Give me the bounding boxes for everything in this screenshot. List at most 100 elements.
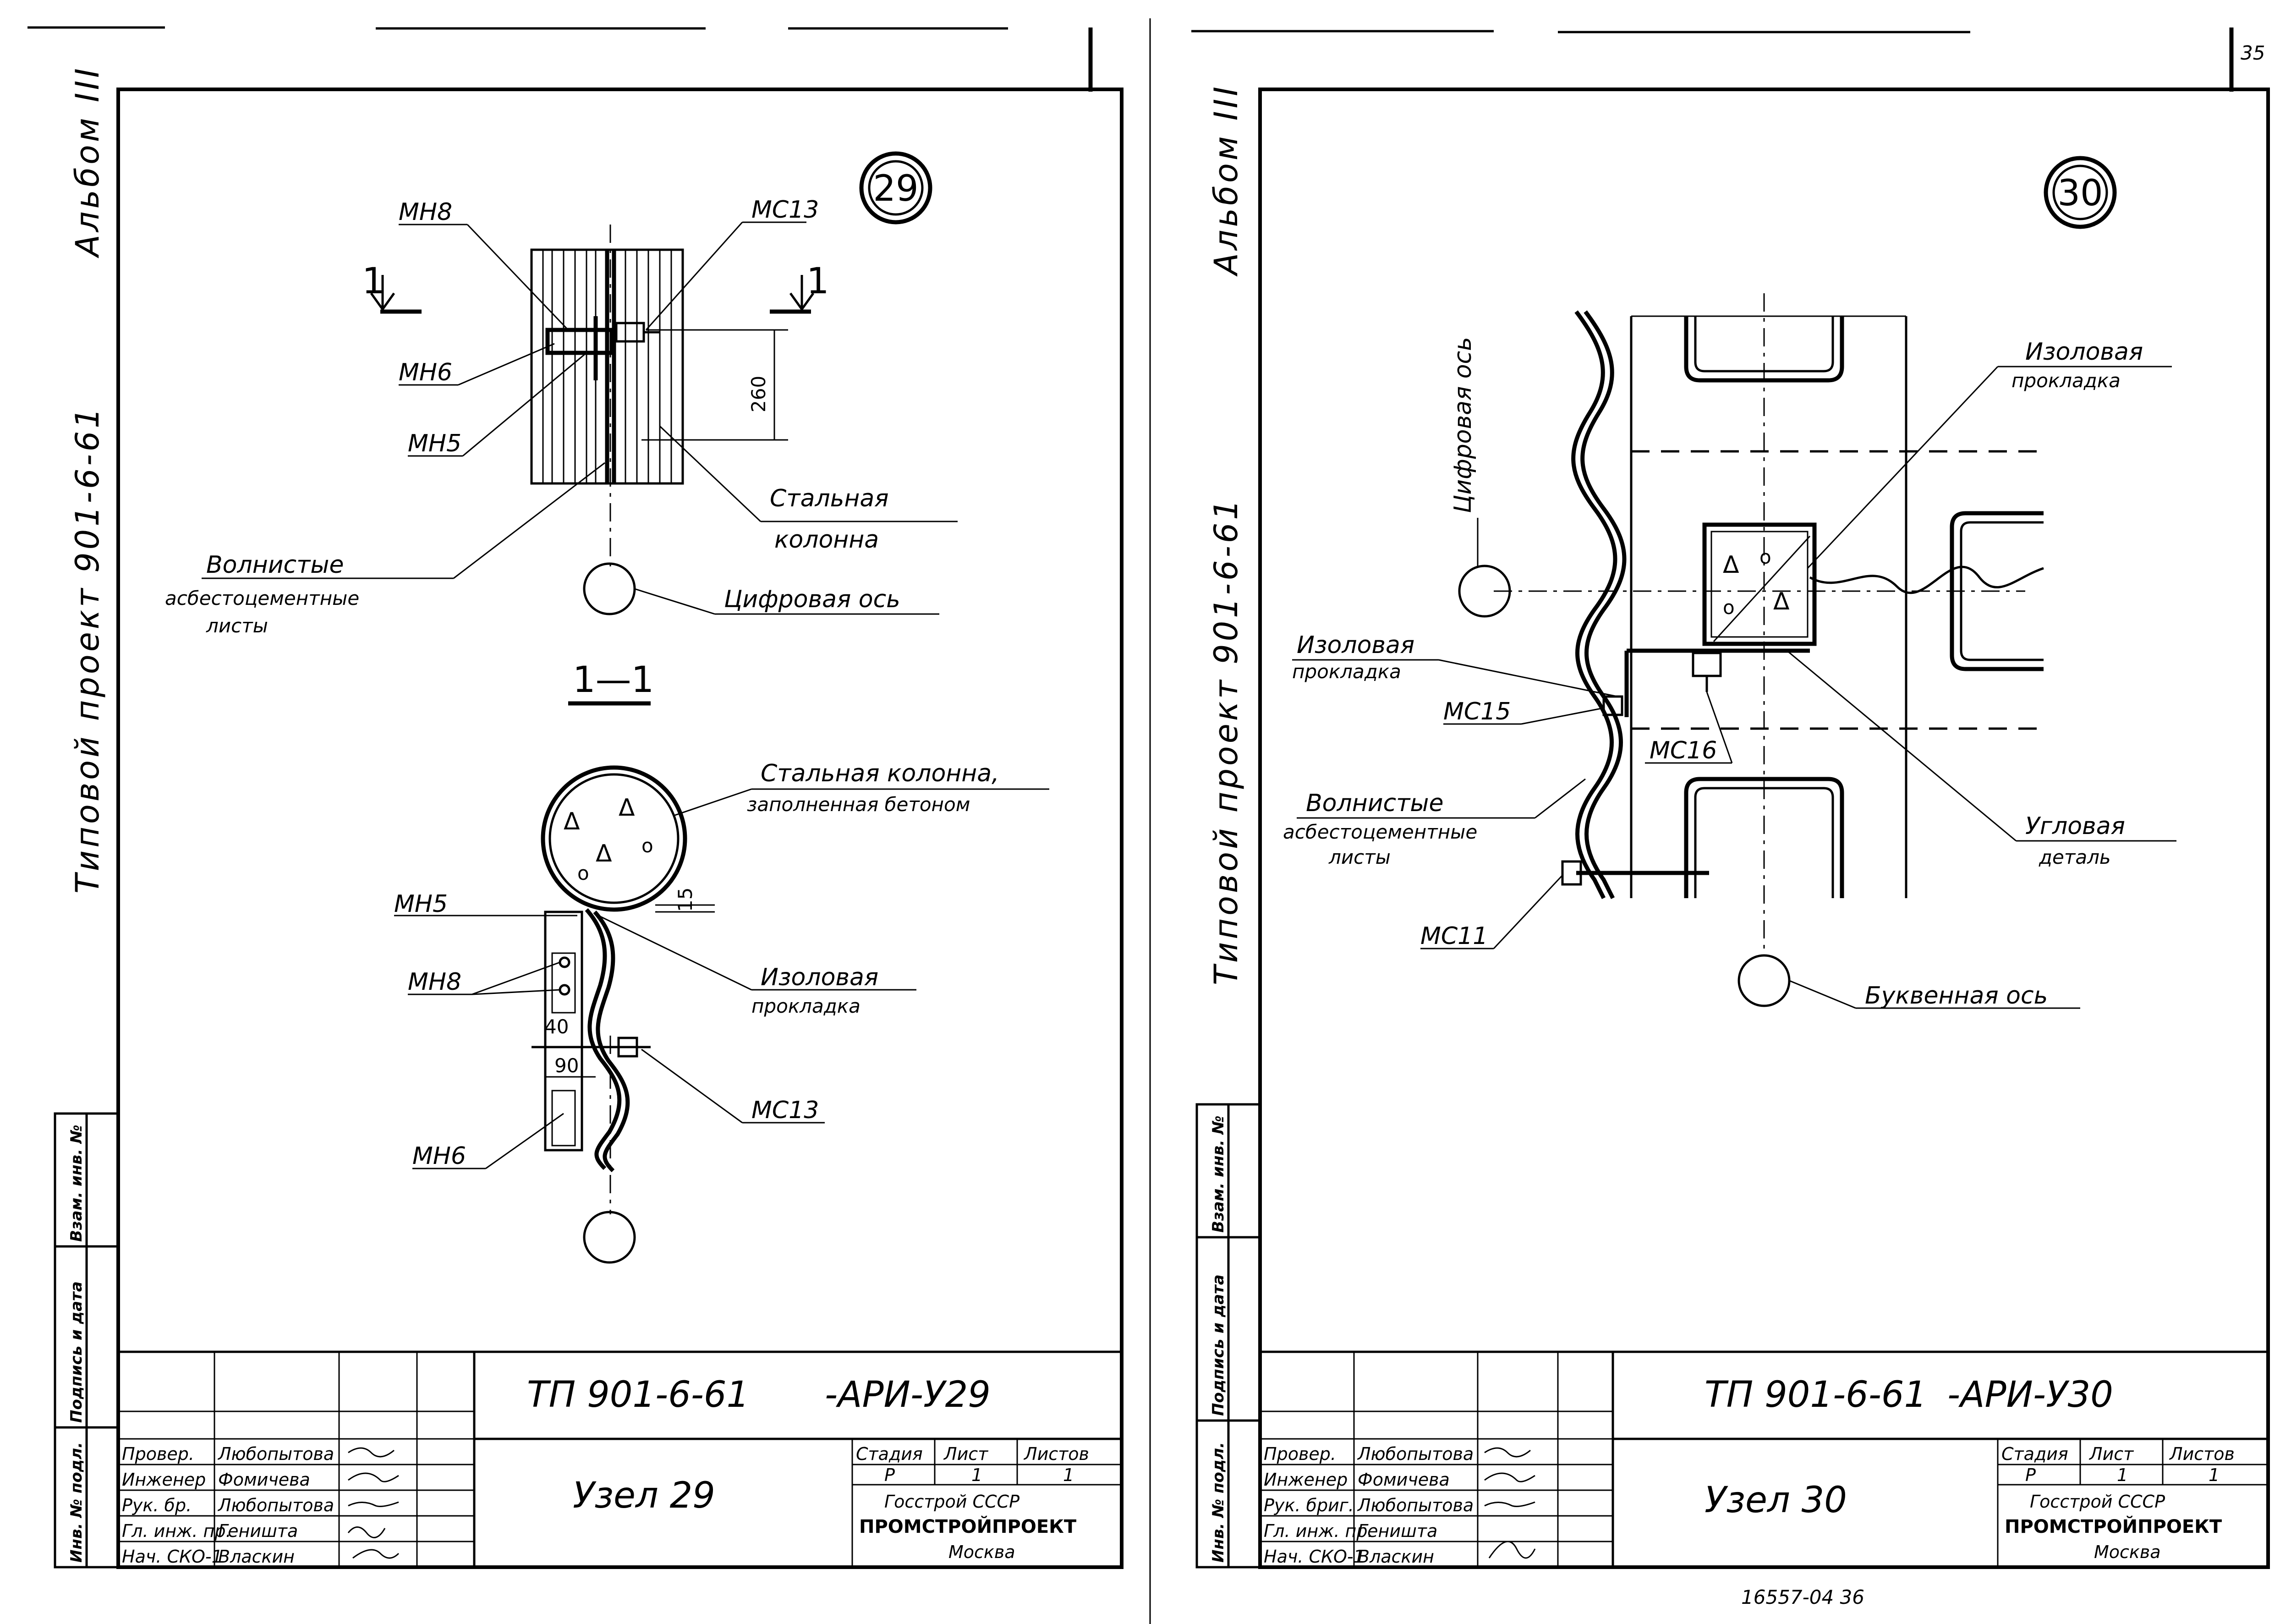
digital-axis-marker (583, 562, 636, 615)
right-tb-sheet-h: Лист (2088, 1444, 2134, 1464)
label-mc13-section: МС13 (751, 1097, 819, 1124)
section-mark-right: 1 (806, 261, 829, 302)
left-stamp-inv: Инв. № подл. (67, 1442, 86, 1563)
plan-labels-30: Цифровая ось Изоловая прокладка Изоловая… (1283, 337, 2176, 1010)
svg-text:Δ: Δ (564, 808, 580, 835)
right-tb-code-suffix: -АРИ-У30 (1947, 1374, 2113, 1416)
left-role-4: Нач. СКО-1 (122, 1547, 223, 1567)
right-side-stamp: Инв. № подл. Подпись и дата Взам. инв. № (1195, 1103, 1261, 1569)
label-letter-axis: Буквенная ось (1865, 982, 2048, 1010)
left-tb-code: ТП 901-6-61 (527, 1374, 749, 1416)
label-izol-left-2: прокладка (1292, 660, 1401, 683)
right-title-block: ТП 901-6-61 -АРИ-У30 Провер. Инженер Рук… (1259, 1350, 2269, 1569)
left-name-1: Фомичева (218, 1470, 310, 1490)
label-izol-top-1: Изоловая (2025, 338, 2143, 366)
section-title: 1—1 (573, 659, 654, 701)
label-wavy-3: листы (206, 614, 268, 637)
label-mn6-top: МН6 (399, 359, 452, 386)
node-29-badge: 29 (859, 151, 932, 225)
plan-view-30: Δ o Δ o (1458, 293, 2044, 1007)
right-stamp-replace: Взам. инв. № (1209, 1115, 1228, 1233)
label-wavy-r-3: листы (1328, 846, 1391, 868)
left-tb-stage-v: Р (884, 1465, 895, 1485)
left-tb-code-suffix: -АРИ-У29 (825, 1374, 991, 1416)
left-tb-sheet-h: Лист (943, 1444, 989, 1464)
right-sheet: Типовой проект 901-6-61 Альбом III Инв. … (1195, 84, 2270, 1608)
label-izol-left-1: Изоловая (1297, 631, 1414, 659)
left-signatures (347, 1447, 400, 1559)
elevation-view-29: 260 1 1 (362, 225, 829, 615)
right-role-0: Провер. (1264, 1444, 1336, 1464)
label-mc15: МС15 (1443, 698, 1511, 725)
right-stamp-inv: Инв. № подл. (1209, 1442, 1228, 1563)
right-stamp-sign: Подпись и дата (1209, 1274, 1228, 1416)
left-album-title: Альбом III (69, 66, 106, 258)
svg-text:29: 29 (873, 168, 918, 209)
left-role-3: Гл. инж. пр. (122, 1521, 231, 1541)
left-name-3: Геништа (218, 1521, 298, 1541)
left-tb-org-3: Москва (948, 1542, 1015, 1562)
right-tb-org-2: ПРОМСТРОЙПРОЕКТ (2005, 1515, 2222, 1537)
left-tb-stage-h: Стадия (856, 1444, 923, 1464)
label-digital-axis-r: Цифровая ось (1449, 337, 1477, 513)
elevation-labels-29: МН8 МС13 МН6 МН5 Стальная колонна Волнис… (165, 196, 958, 637)
left-project-title: Типовой проект 901-6-61 (69, 405, 106, 894)
left-name-2: Любопытова (217, 1495, 334, 1515)
label-digital-axis: Цифровая ось (724, 586, 900, 613)
right-tb-sheets-v: 1 (2209, 1465, 2220, 1485)
page-corner-number: 35 (2241, 42, 2265, 64)
label-corner-1: Угловая (2025, 812, 2125, 840)
right-album-title: Альбом III (1207, 84, 1245, 277)
svg-text:o: o (641, 834, 653, 857)
label-izol-1: Изоловая (761, 964, 878, 991)
right-name-3: Геништа (1358, 1521, 1437, 1541)
right-name-1: Фомичева (1358, 1470, 1450, 1490)
left-tb-sheets-h: Листов (1023, 1444, 1089, 1464)
left-side-stamp: Инв. № подл. Подпись и дата Взам. инв. № (54, 1112, 120, 1569)
svg-text:o: o (577, 862, 589, 884)
right-tb-org-1: Госстрой СССР (2030, 1492, 2165, 1512)
svg-text:30: 30 (2057, 173, 2103, 214)
left-title-block: ТП 901-6-61 -АРИ-У29 Провер. Инженер Рук… (117, 1350, 1123, 1569)
dim-15: 15 (674, 888, 696, 912)
label-steel-filled-1: Стальная колонна, (761, 760, 999, 787)
label-wavy-1: Волнистые (206, 551, 344, 579)
right-tb-drawing-name: Узел 30 (1705, 1480, 1847, 1521)
left-name-0: Любопытова (217, 1444, 334, 1464)
right-tb-stage-v: Р (2025, 1465, 2036, 1485)
left-tb-org-2: ПРОМСТРОЙПРОЕКТ (859, 1515, 1077, 1537)
section-labels-29: Стальная колонна, заполненная бетоном МН… (394, 760, 1049, 1170)
right-role-1: Инженер (1264, 1470, 1348, 1490)
left-role-0: Провер. (122, 1444, 194, 1464)
svg-text:Δ: Δ (596, 840, 612, 867)
left-sheet: Типовой проект 901-6-61 Альбом III Инв. … (54, 66, 1124, 1569)
dim-90: 90 (554, 1054, 579, 1077)
left-side-title: Типовой проект 901-6-61 (69, 405, 106, 894)
right-tb-sheets-h: Листов (2169, 1444, 2235, 1464)
right-role-3: Гл. инж. пр. (1264, 1521, 1373, 1541)
right-tb-stage-h: Стадия (2001, 1444, 2068, 1464)
label-mn8-top: МН8 (399, 198, 452, 226)
dim-260: 260 (747, 376, 770, 412)
svg-text:Δ: Δ (619, 794, 635, 822)
label-mn5-top: МН5 (408, 430, 461, 457)
right-signatures (1484, 1447, 1536, 1559)
label-wavy-r-1: Волнистые (1306, 790, 1443, 817)
label-mc11: МС11 (1420, 922, 1488, 950)
svg-text:o: o (1759, 546, 1771, 568)
section-1-1-view: 1—1 Δ Δ Δ o o (532, 659, 715, 1264)
left-role-1: Инженер (122, 1470, 206, 1490)
svg-text:Δ: Δ (1773, 588, 1790, 615)
label-steel-filled-2: заполненная бетоном (747, 793, 970, 816)
label-izol-2: прокладка (751, 995, 860, 1017)
right-name-0: Любопытова (1357, 1444, 1474, 1464)
label-wavy-2: асбестоцементные (165, 587, 359, 609)
left-stamp-sign: Подпись и дата (67, 1281, 86, 1423)
left-tb-drawing-name: Узел 29 (573, 1475, 715, 1516)
right-role-4: Нач. СКО-1 (1264, 1547, 1365, 1567)
right-name-2: Любопытова (1357, 1495, 1474, 1515)
label-steel-column-2: колонна (774, 526, 879, 554)
dim-40: 40 (544, 1015, 569, 1038)
label-izol-top-2: прокладка (2011, 369, 2121, 392)
